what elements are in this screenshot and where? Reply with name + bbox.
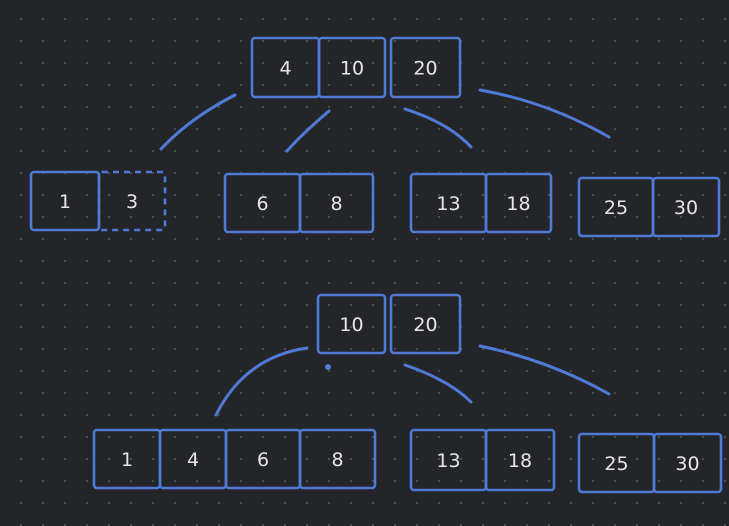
key-cell: 8 (298, 172, 375, 234)
key-cell: 3 (97, 170, 167, 232)
cursor-dot (325, 364, 331, 370)
key-box (316, 293, 387, 355)
bottom-edge-3 (478, 344, 611, 396)
key-label: 1 (121, 449, 133, 471)
key-label: 20 (413, 58, 437, 80)
key-cell: 25 (577, 176, 655, 238)
key-box (298, 172, 375, 234)
key-cell: 10 (316, 293, 387, 355)
key-box (298, 428, 377, 490)
key-cell: 10 (317, 36, 387, 99)
key-label: 3 (126, 191, 138, 213)
key-label: 1 (59, 191, 71, 213)
key-label: 8 (330, 193, 342, 215)
tree-edges (159, 88, 611, 417)
key-box (484, 428, 556, 492)
key-box (317, 36, 387, 99)
key-cell: 4 (250, 36, 321, 99)
bottom-root-node: 10 20 (316, 293, 462, 355)
key-label: 13 (436, 450, 460, 472)
key-box (651, 176, 721, 238)
key-cell: 30 (651, 176, 721, 238)
bottom-leaf-node: 1 4 6 8 (92, 428, 377, 490)
top-edge-4 (478, 88, 611, 139)
key-label: 6 (257, 449, 269, 471)
key-label: 10 (340, 58, 364, 80)
key-label: 30 (674, 197, 698, 219)
key-label: 4 (279, 58, 291, 80)
key-cell: 8 (298, 428, 377, 490)
top-leaf-node: 13 18 (409, 172, 553, 234)
key-cell: 30 (652, 432, 723, 494)
key-box (389, 293, 462, 355)
key-label: 30 (675, 453, 699, 475)
key-cell: 13 (409, 428, 488, 492)
key-cell: 18 (484, 172, 553, 234)
key-label: 25 (604, 197, 628, 219)
key-label: 18 (508, 450, 532, 472)
key-label: 18 (506, 193, 530, 215)
key-label: 10 (339, 314, 363, 336)
top-root-node: 4 10 20 (250, 36, 462, 99)
key-box-dashed (97, 170, 167, 232)
key-cell: 20 (389, 36, 462, 99)
key-cell: 13 (409, 172, 488, 234)
key-cell: 1 (29, 170, 101, 232)
top-edge-3 (403, 107, 473, 149)
key-label: 6 (256, 193, 268, 215)
key-cell: 1 (92, 428, 162, 490)
key-box (652, 432, 723, 494)
top-leaf-node: 25 30 (577, 176, 721, 238)
bottom-edge-2 (403, 363, 473, 404)
key-label: 25 (604, 453, 628, 475)
key-cell: 20 (389, 293, 462, 355)
bottom-edge-1 (214, 346, 309, 417)
bottom-leaf-node: 13 18 (409, 428, 556, 492)
key-cell: 6 (223, 172, 302, 234)
top-edge-1 (159, 93, 237, 151)
key-label: 20 (413, 314, 437, 336)
key-box (389, 36, 462, 99)
key-cell: 18 (484, 428, 556, 492)
key-label: 4 (187, 449, 199, 471)
key-cell: 6 (224, 428, 302, 490)
top-edge-2 (285, 109, 331, 153)
key-cell: 25 (577, 432, 656, 494)
key-cell: 4 (158, 428, 228, 490)
key-label: 8 (331, 449, 343, 471)
key-label: 13 (436, 193, 460, 215)
bottom-leaf-node: 25 30 (577, 432, 723, 494)
key-box (484, 172, 553, 234)
